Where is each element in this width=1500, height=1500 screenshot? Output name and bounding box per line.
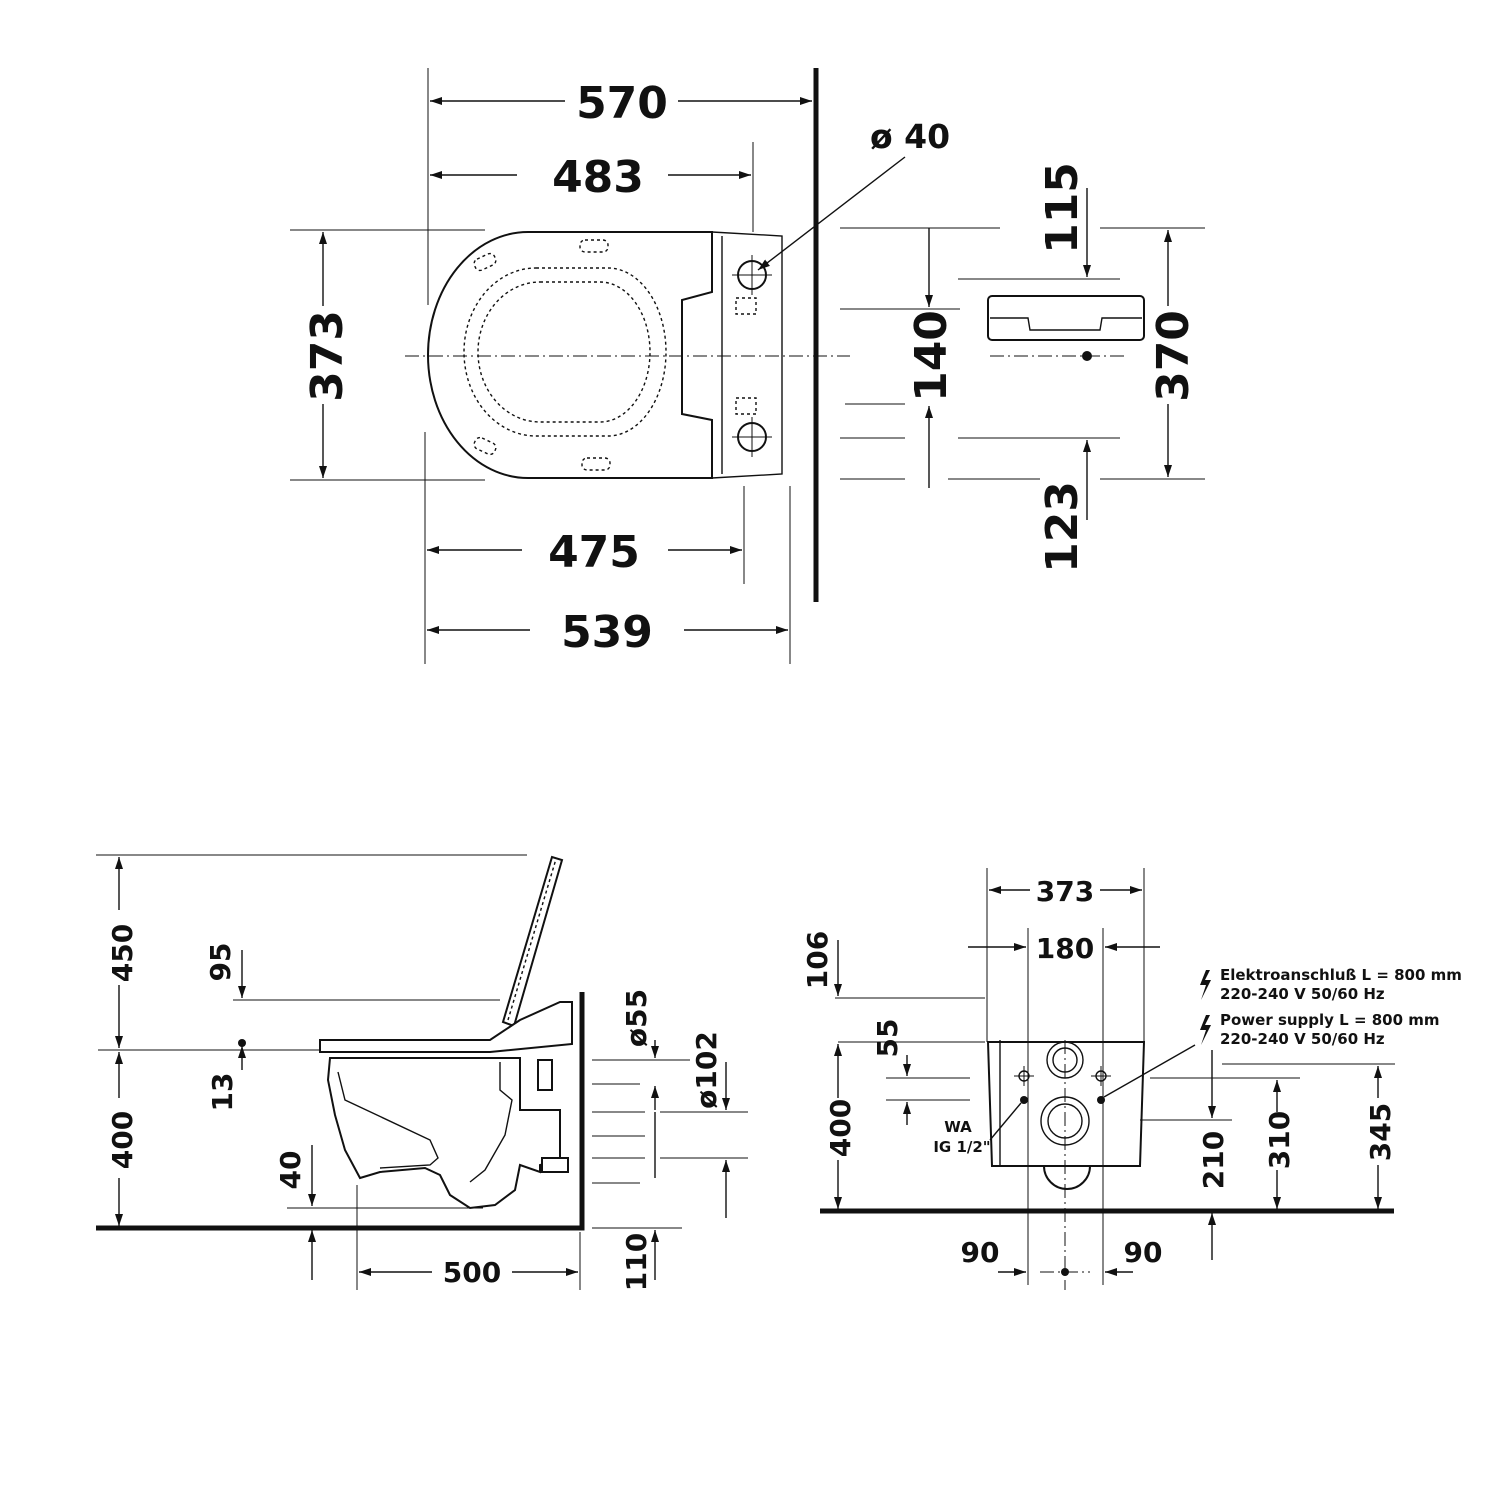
dimension-483: 483	[552, 152, 644, 203]
dimension-345: 345	[1364, 1103, 1397, 1161]
dimension-539: 539	[561, 607, 653, 658]
seat-front	[987, 295, 1145, 341]
power-note-en-2: 220-240 V 50/60 Hz	[1220, 1030, 1385, 1048]
dimension-diameter-55: ø55	[620, 989, 653, 1047]
dimension-180: 180	[1036, 932, 1094, 965]
dimension-diameter-102: ø102	[690, 1031, 723, 1109]
center-point-icon	[1082, 351, 1092, 361]
dimension-13: 13	[206, 1073, 239, 1112]
front-view: 373 180 106 55 400 WA IG 1/2" Elektroans…	[801, 295, 1462, 1290]
lightning-icon-2	[1200, 1015, 1211, 1045]
dimension-450: 450	[106, 924, 139, 982]
dimension-55-front: 55	[871, 1019, 904, 1058]
dimension-570: 570	[576, 78, 668, 129]
lightning-icon	[1200, 970, 1211, 1000]
toilet-bowl-outline	[427, 231, 713, 479]
water-label-thread: IG 1/2"	[933, 1138, 990, 1156]
dimension-115: 115	[1037, 162, 1088, 254]
dimension-40: 40	[274, 1151, 307, 1190]
raised-lid	[501, 855, 564, 1028]
seat-side	[319, 1001, 573, 1053]
dimension-400-side: 400	[106, 1111, 139, 1169]
side-view: 450 400 95 13 40 500 ø55	[96, 854, 748, 1291]
water-label-wa: WA	[944, 1118, 972, 1136]
power-note-en-1: Power supply L = 800 mm	[1220, 1011, 1440, 1029]
dimension-90-right: 90	[1124, 1236, 1163, 1269]
dimension-95: 95	[204, 943, 237, 982]
dimension-diameter-40: ø 40	[870, 117, 950, 156]
power-note-de-2: 220-240 V 50/60 Hz	[1220, 985, 1385, 1003]
power-note-de-1: Elektroanschluß L = 800 mm	[1220, 966, 1462, 984]
dimension-373-top: 373	[302, 310, 353, 402]
dimension-210: 210	[1197, 1131, 1230, 1189]
top-view: 570 483 ø 40 373 140 115	[290, 68, 1205, 664]
dimension-140: 140	[906, 310, 957, 402]
dimension-400-front: 400	[824, 1099, 857, 1157]
dimension-373-front: 373	[1036, 875, 1094, 908]
dimension-106: 106	[801, 931, 834, 989]
dimension-370: 370	[1148, 310, 1199, 402]
dimension-90-left: 90	[961, 1236, 1000, 1269]
dimension-310: 310	[1263, 1111, 1296, 1169]
dimension-110: 110	[620, 1233, 653, 1291]
bowl-side	[326, 1057, 561, 1210]
dimension-123: 123	[1037, 481, 1088, 573]
dimension-500: 500	[443, 1256, 501, 1289]
floor-wall-line	[96, 992, 585, 1231]
dimension-475: 475	[548, 527, 640, 578]
seat-inner-outline	[463, 267, 667, 437]
